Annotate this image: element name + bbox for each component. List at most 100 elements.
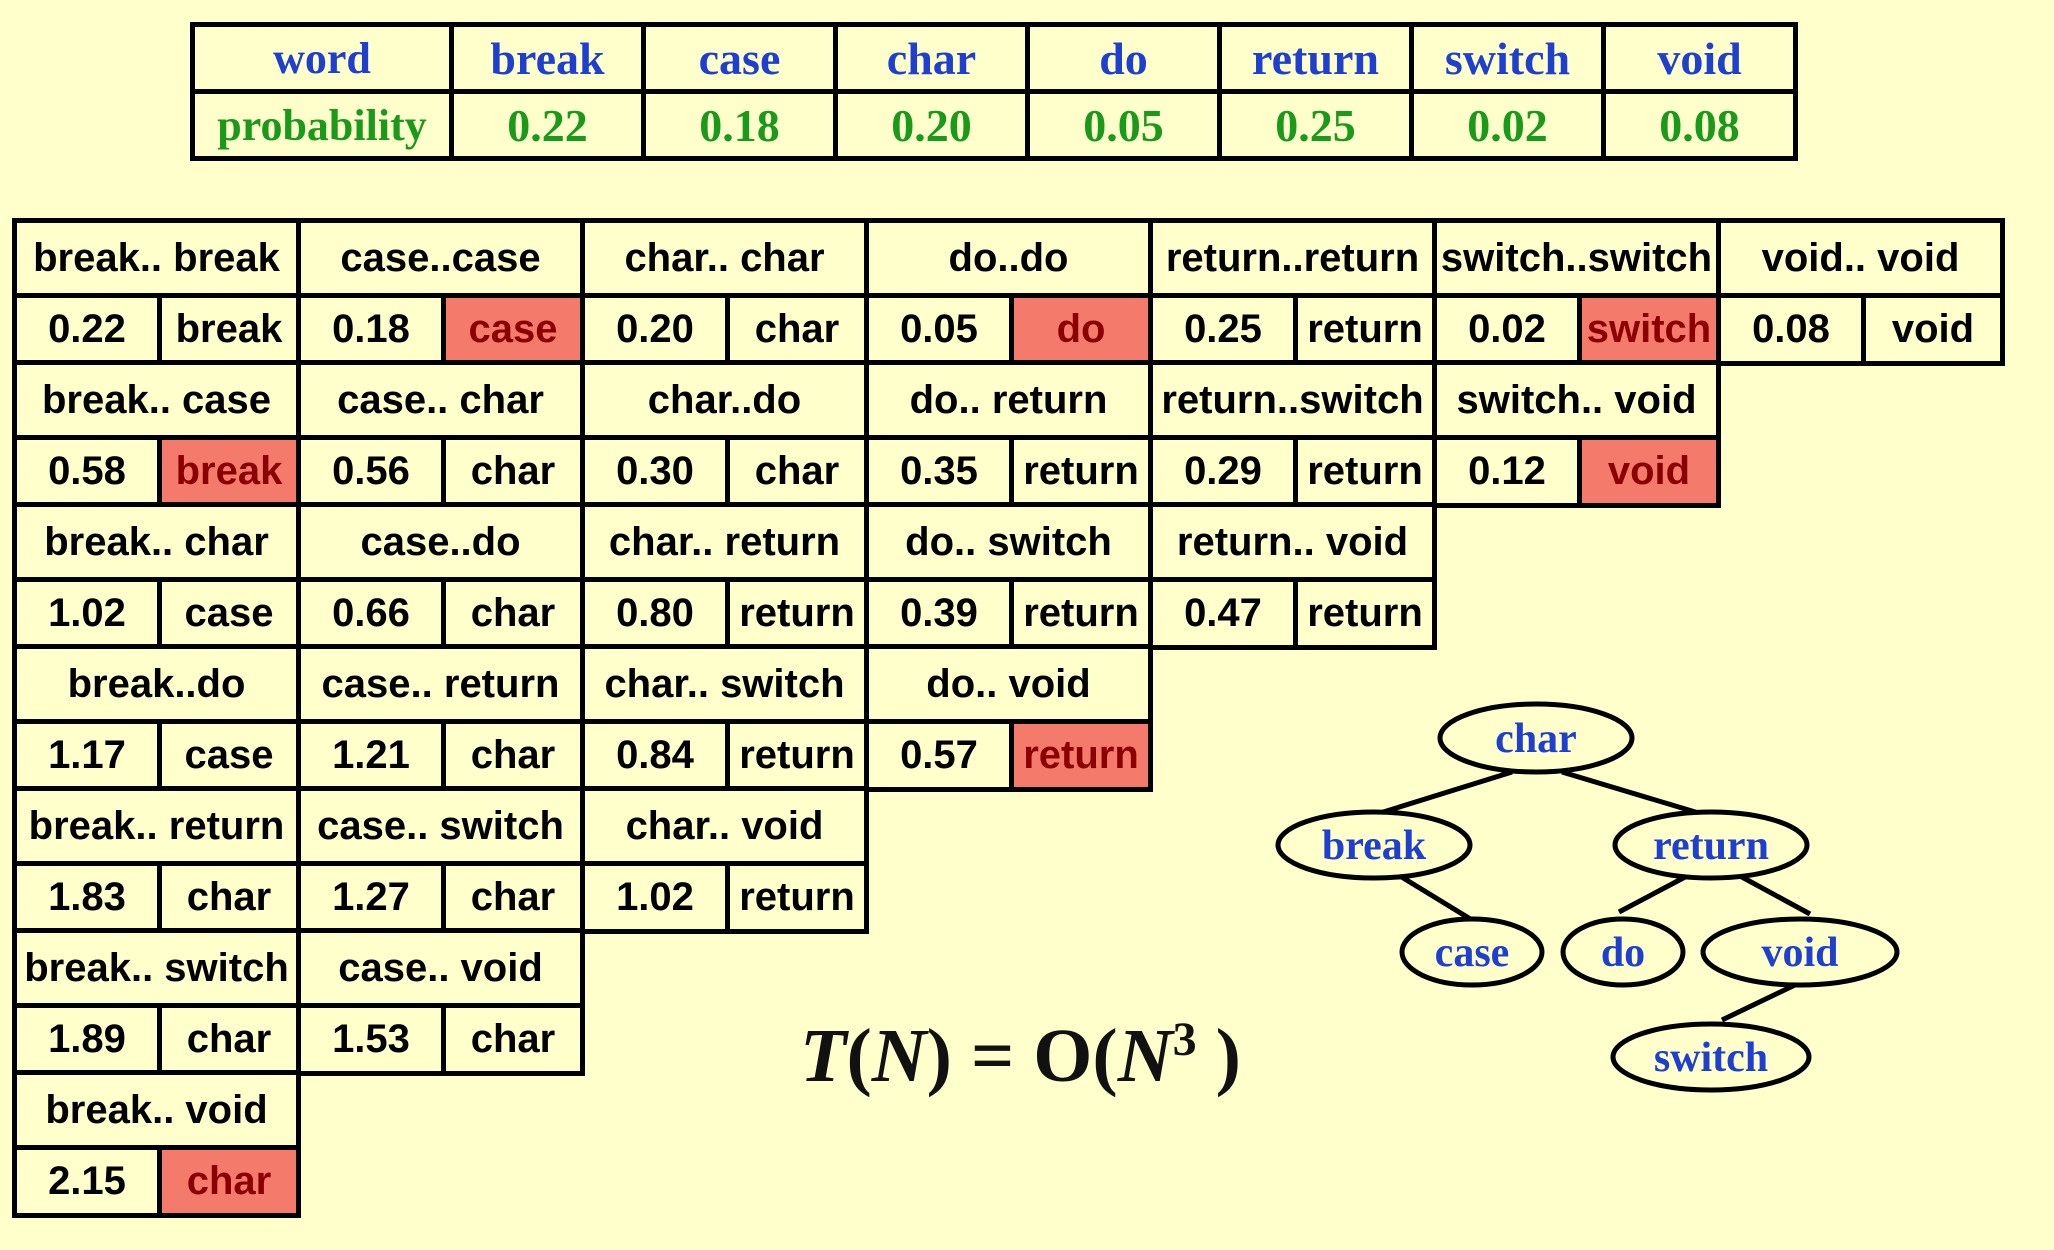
cell-range-title: case.. char	[301, 365, 580, 440]
cell-root-word: break	[175, 307, 283, 351]
cell-cost-value: 1.89	[17, 1008, 162, 1071]
word-header: case	[641, 22, 838, 94]
tree-node-switch: switch	[1610, 1021, 1812, 1093]
cell-cost-value: 0.05	[869, 298, 1014, 361]
cell-range-title: case..do	[301, 507, 580, 582]
cell-root-word: char	[470, 733, 556, 777]
cell-cost-value: 1.21	[301, 724, 446, 787]
tree-node-label: case	[1435, 930, 1510, 976]
cell-cost-value: 1.53	[301, 1008, 446, 1071]
cell-cost-value: 0.08	[1721, 298, 1866, 361]
complexity-formula: T(N) = O(N3 )	[800, 1012, 1241, 1100]
cell-cost-value: 1.27	[301, 866, 446, 929]
formula-equals-O: = O(	[951, 1014, 1118, 1098]
formula-T: T	[800, 1014, 847, 1098]
tree-node-label: void	[1761, 930, 1838, 976]
cell-cost-value: 0.25	[1153, 298, 1298, 361]
cell-range-title: break.. char	[17, 507, 296, 582]
probability-value: 0.08	[1601, 89, 1798, 161]
cell-root-word: void	[1891, 307, 1975, 351]
cell-root-word: char	[470, 1017, 556, 1061]
cell-range-title: do.. return	[869, 365, 1148, 440]
cell-root-word: char	[754, 307, 840, 351]
probability-row: probability 0.22 0.18 0.20 0.05 0.25 0.0…	[190, 89, 1798, 161]
tree-node-label: do	[1601, 930, 1645, 976]
edge-char-break	[1376, 769, 1513, 817]
cell-cost-value: 0.57	[869, 724, 1014, 787]
cell-range-title: void.. void	[1721, 223, 2000, 298]
edge-break-case	[1398, 873, 1474, 923]
cell-cost-value: 0.80	[585, 582, 730, 645]
cell-range-title: return..switch	[1153, 365, 1432, 440]
tree-node-char: char	[1437, 701, 1635, 775]
word-header: break	[449, 22, 646, 94]
cell-range-title: break.. return	[17, 791, 296, 866]
cell-root-word: char	[470, 875, 556, 919]
tree-node-label: switch	[1654, 1035, 1768, 1081]
cell-cost-value: 2.15	[17, 1150, 162, 1213]
cell-range-title: return..return	[1153, 223, 1432, 298]
edge-char-return	[1561, 769, 1703, 817]
cell-cost-value: 1.83	[17, 866, 162, 929]
cell-root-word-highlighted: case	[446, 298, 580, 361]
probability-value: 0.02	[1409, 89, 1606, 161]
tree-node-break: break	[1275, 809, 1473, 881]
cell-range-title: switch..switch	[1437, 223, 1716, 298]
cell-root-word-highlighted: switch	[1582, 298, 1716, 361]
probability-value: 0.20	[833, 89, 1030, 161]
tree-node-label: break	[1322, 823, 1427, 869]
probability-value: 0.18	[641, 89, 838, 161]
probability-row-label: probability	[190, 89, 454, 161]
cell-range-title: do.. void	[869, 649, 1148, 724]
cell-range-title: switch.. void	[1437, 365, 1716, 440]
probability-value: 0.05	[1025, 89, 1222, 161]
optimal-bst-diagram: char break return case do void switch	[1275, 701, 1900, 1093]
cell-cost-value: 1.02	[585, 866, 730, 929]
word-row-label: word	[190, 22, 454, 94]
cell-root-word: return	[1307, 591, 1423, 635]
cell-range-title: char.. void	[585, 791, 864, 866]
cell-cost-value: 0.47	[1153, 582, 1298, 645]
cell-root-word: case	[184, 733, 274, 777]
cell-root-word: return	[739, 875, 855, 919]
cell-range-title: char..do	[585, 365, 864, 440]
cell-cost-value: 0.12	[1437, 440, 1582, 503]
cell-root-word-highlighted: char	[162, 1150, 296, 1213]
formula-exponent: 3	[1172, 1013, 1197, 1066]
cell-root-word-highlighted: break	[162, 440, 296, 503]
tree-node-do: do	[1560, 916, 1686, 988]
formula-paren-open: (	[846, 1014, 872, 1098]
word-header: switch	[1409, 22, 1606, 94]
cell-cost-value: 0.18	[301, 298, 446, 361]
cell-root-word: char	[186, 1017, 272, 1061]
cell-root-word: case	[184, 591, 274, 635]
cell-cost-value: 0.84	[585, 724, 730, 787]
cell-range-title: case.. switch	[301, 791, 580, 866]
cell-root-word: return	[739, 591, 855, 635]
tree-node-return: return	[1612, 809, 1810, 881]
cell-range-title: break..do	[17, 649, 296, 724]
cell-root-word: return	[1023, 449, 1139, 493]
tree-node-void: void	[1700, 916, 1900, 988]
cell-range-title: case.. void	[301, 933, 580, 1008]
cell-cost-value: 0.66	[301, 582, 446, 645]
